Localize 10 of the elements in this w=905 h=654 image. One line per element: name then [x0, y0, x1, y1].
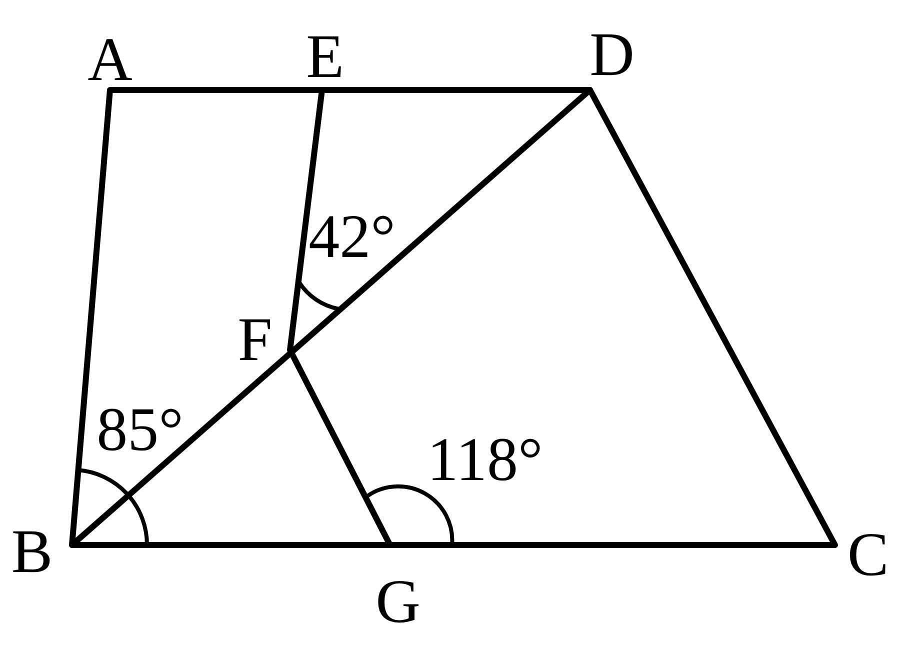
angle-label: 85°	[96, 399, 184, 461]
vertex-label: A	[88, 29, 132, 91]
angle-label: 42°	[308, 206, 396, 268]
vertex-label: B	[11, 521, 53, 583]
vertex-label: D	[590, 24, 634, 86]
vertex-label: E	[306, 26, 344, 88]
angle-label: 118°	[427, 429, 543, 491]
vertex-label: C	[847, 524, 889, 586]
vertex-label: F	[238, 309, 272, 371]
vertex-label: G	[376, 571, 420, 633]
